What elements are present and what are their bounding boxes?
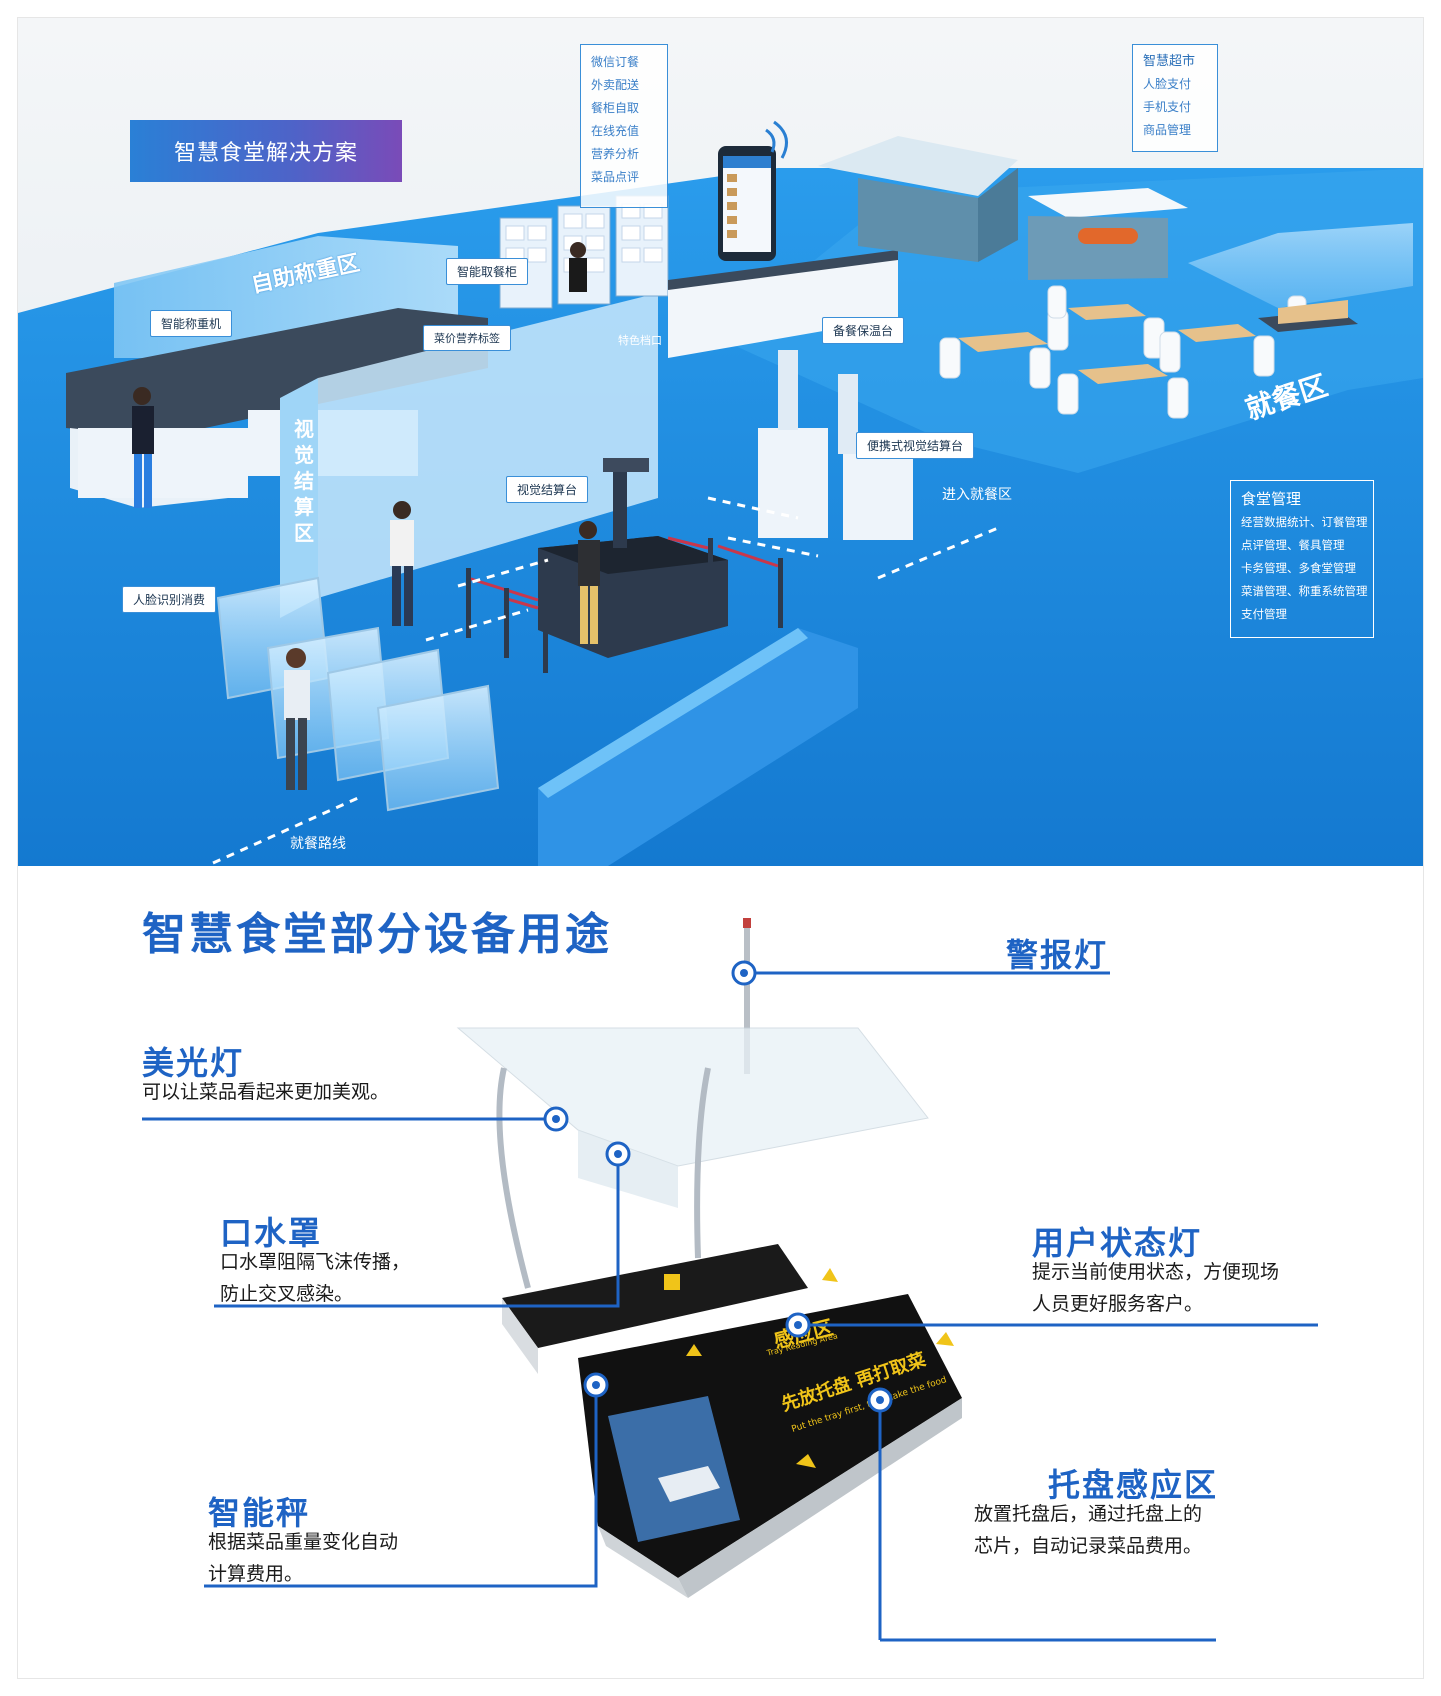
mgmt-item: 菜谱管理、称重系统管理	[1241, 584, 1368, 598]
canteen-management-box: 食堂管理 经营数据统计、订餐管理 点评管理、餐具管理 卡务管理、多食堂管理 菜谱…	[1230, 480, 1374, 638]
smart-scale-title: 智能秤	[208, 1494, 311, 1532]
wechat-item: 营养分析	[591, 147, 640, 161]
tag-visual-checkout: 视觉结算台	[506, 476, 589, 503]
mgmt-item: 经营数据统计、订餐管理	[1241, 515, 1368, 529]
mgmt-item: 卡务管理、多食堂管理	[1241, 561, 1356, 575]
wechat-item: 外卖配送	[591, 78, 640, 92]
beauty-light-title: 美光灯	[142, 1044, 245, 1082]
canteen-scene: 智慧食堂解决方案 自助称重区 视觉结算区 就餐区 智能称重机 智能取餐柜 菜价营…	[18, 18, 1423, 866]
tag-smart-scale: 智能称重机	[150, 310, 233, 337]
beauty-light-desc: 可以让菜品看起来更加美观。	[142, 1081, 390, 1103]
smart-scale-desc-1: 根据菜品重量变化自动	[208, 1531, 399, 1553]
equipment-section-title: 智慧食堂部分设备用途	[142, 909, 612, 960]
device-illustration	[456, 918, 962, 1598]
market-item: 人脸支付	[1143, 77, 1192, 91]
wechat-item: 菜品点评	[591, 170, 640, 184]
status-light-desc-1: 提示当前使用状态，方便现场	[1032, 1261, 1280, 1283]
status-light-desc-2: 人员更好服务客户。	[1032, 1293, 1204, 1315]
wechat-item: 微信订餐	[591, 55, 640, 69]
tray-zone-title: 托盘感应区	[1048, 1466, 1219, 1504]
market-item: 手机支付	[1143, 100, 1192, 114]
smart-market-box: 智慧超市 人脸支付 手机支付 商品管理	[1132, 44, 1218, 152]
sneeze-guard-desc-2: 防止交叉感染。	[220, 1283, 354, 1305]
sneeze-guard-desc-1: 口水罩阻隔飞沫传播，	[220, 1251, 411, 1273]
tag-price-label: 菜价营养标签	[423, 325, 511, 351]
wechat-item: 餐柜自取	[591, 101, 640, 115]
canteen-management-title: 食堂管理	[1241, 490, 1302, 508]
mgmt-item: 支付管理	[1241, 607, 1287, 621]
tag-warm-table: 备餐保温台	[822, 317, 905, 344]
page-frame: 智慧食堂解决方案 自助称重区 视觉结算区 就餐区 智能称重机 智能取餐柜 菜价营…	[18, 18, 1423, 1678]
smart-scale-desc-2: 计算费用。	[208, 1563, 304, 1585]
tag-portable-checkout: 便携式视觉结算台	[856, 432, 975, 459]
dining-route-label: 就餐路线	[290, 836, 346, 852]
visual-settle-zone-label: 视觉结算区	[294, 417, 314, 545]
wechat-item: 在线充值	[591, 124, 640, 138]
solution-banner: 智慧食堂解决方案	[130, 120, 402, 182]
alarm-light-title: 警报灯	[1006, 936, 1109, 974]
market-item: 商品管理	[1143, 123, 1192, 137]
smart-market-title: 智慧超市	[1143, 54, 1196, 69]
tag-special-window: 特色档口	[618, 334, 662, 347]
scene-illustration	[18, 120, 1423, 866]
enter-dining-label: 进入就餐区	[942, 487, 1012, 503]
wechat-features-box: 微信订餐 外卖配送 餐柜自取 在线充值 营养分析 菜品点评	[580, 44, 668, 208]
tag-face-pay: 人脸识别消费	[122, 586, 217, 613]
tag-pickup-cabinet: 智能取餐柜	[446, 258, 529, 285]
tray-zone-desc-1: 放置托盘后，通过托盘上的	[974, 1503, 1203, 1525]
sneeze-guard-title: 口水罩	[220, 1214, 323, 1252]
mgmt-item: 点评管理、餐具管理	[1241, 538, 1345, 552]
status-light-title: 用户状态灯	[1032, 1224, 1203, 1262]
tray-zone-desc-2: 芯片，自动记录菜品费用。	[974, 1535, 1203, 1557]
